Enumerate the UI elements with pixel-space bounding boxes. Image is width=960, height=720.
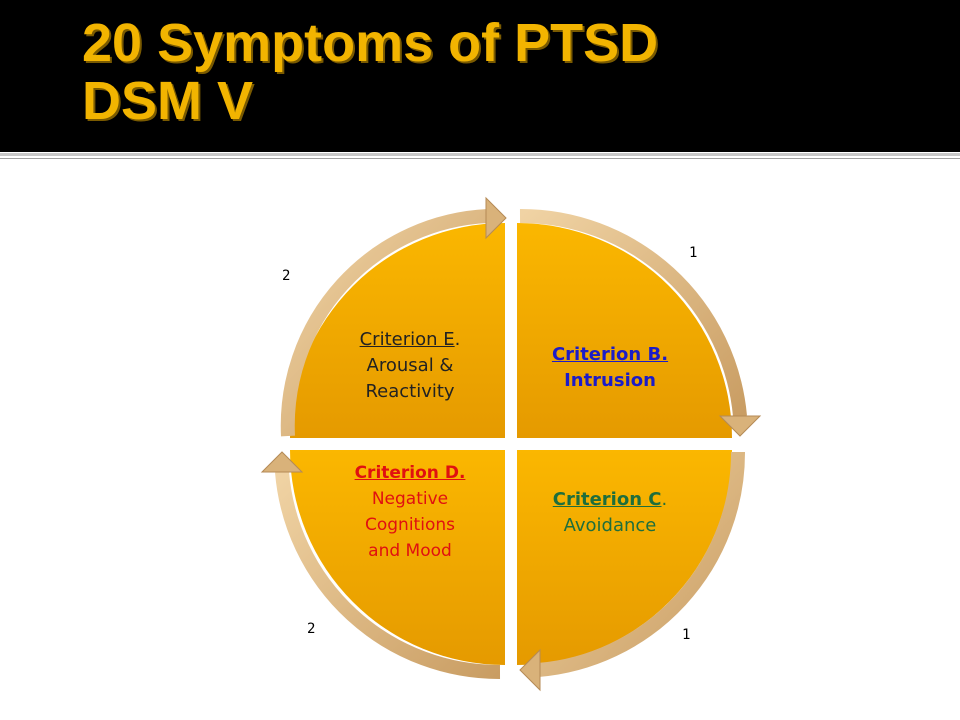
criterion-e-label: Criterion E. Arousal & Reactivity <box>320 327 500 405</box>
criterion-e-header: Criterion E <box>359 329 455 350</box>
criterion-c-punct: . <box>661 489 668 510</box>
arrow-b-to-c <box>519 208 747 417</box>
criterion-e-line-3: Reactivity <box>365 381 455 402</box>
quadrant-d <box>290 450 505 665</box>
criterion-c-header: Criterion C <box>552 489 662 510</box>
criterion-d-header: Criterion D. <box>354 463 466 483</box>
arrowhead-b-to-c <box>718 415 762 437</box>
arrow-c-to-d <box>537 451 746 677</box>
count-top-right: 1 <box>689 245 698 261</box>
arrowhead-c-to-d <box>519 648 541 692</box>
count-top-left: 2 <box>282 268 291 284</box>
criterion-c-line-2: Avoidance <box>563 515 657 536</box>
criterion-d-line-2: Negative <box>371 489 449 509</box>
count-bottom-right: 1 <box>682 627 691 643</box>
criterion-d-label: Criterion D. Negative Cognitions and Moo… <box>320 460 500 564</box>
arrow-d-to-e <box>275 471 501 680</box>
criterion-e-line-2: Arousal & <box>366 355 454 376</box>
quadrant-b <box>517 223 732 438</box>
slide-title: 20 Symptoms of PTSD DSM V <box>82 14 658 130</box>
criterion-d-line-3: Cognitions <box>365 515 455 535</box>
slide-title-line-2: DSM V <box>82 71 254 131</box>
title-divider <box>0 153 960 156</box>
criterion-d-line-4: and Mood <box>368 541 452 561</box>
criterion-c-label: Criterion C. Avoidance <box>520 487 700 539</box>
criterion-b-label: Criterion B. Intrusion <box>520 342 700 394</box>
criterion-b-header: Criterion B. <box>551 344 669 365</box>
quadrant-e <box>290 223 505 438</box>
arrow-e-to-b <box>280 209 489 437</box>
arrowhead-e-to-b <box>485 196 507 240</box>
title-bar: 20 Symptoms of PTSD DSM V <box>0 0 960 152</box>
count-bottom-left: 2 <box>307 621 316 637</box>
criterion-b-line-2: Intrusion <box>564 370 656 391</box>
arrowhead-d-to-e <box>260 451 304 473</box>
title-divider-thin <box>0 158 960 159</box>
criterion-e-punct: . <box>454 329 461 350</box>
slide-title-line-1: 20 Symptoms of PTSD <box>82 13 659 73</box>
quadrant-c <box>517 450 732 665</box>
